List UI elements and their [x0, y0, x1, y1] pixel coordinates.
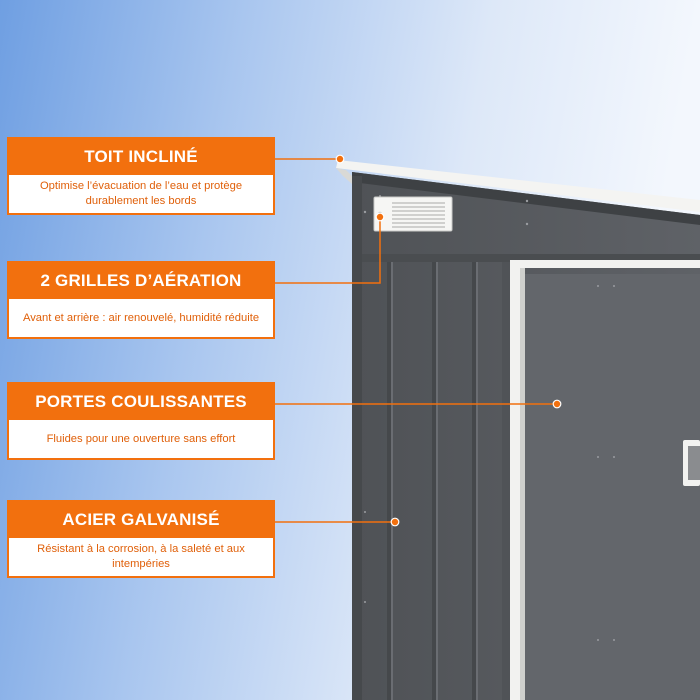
callout-portes-coulissantes: PORTES COULISSANTES Fluides pour une ouv…: [7, 382, 275, 460]
door-frame-shade: [520, 268, 525, 700]
callout-grilles-aeration: 2 GRILLES D’AÉRATION Avant et arrière : …: [7, 261, 275, 339]
callout-title: 2 GRILLES D’AÉRATION: [9, 263, 273, 299]
callout-text: Optimise l’évacuation de l’eau et protèg…: [39, 180, 243, 207]
vent-grille-icon: [373, 196, 453, 232]
callout-title: ACIER GALVANISÉ: [9, 502, 273, 538]
roof-edge: [336, 168, 352, 184]
sliding-door: [525, 274, 700, 700]
callout-title: PORTES COULISSANTES: [9, 384, 273, 420]
callout-connectors: [275, 158, 557, 523]
callout-text: Résistant à la corrosion, à la saleté et…: [37, 543, 245, 570]
shed-roof: [336, 160, 700, 212]
callout-title: TOIT INCLINÉ: [9, 139, 273, 175]
roof-shadow: [352, 172, 700, 225]
callout-acier-galvanise: ACIER GALVANISÉ Résistant à la corrosion…: [7, 500, 275, 578]
callout-text: Fluides pour une ouverture sans effort: [46, 432, 236, 445]
screws: [363, 195, 615, 641]
callout-text: Avant et arrière : air renouvelé, humidi…: [22, 311, 260, 324]
shed-corner-post: [352, 176, 362, 700]
upper-rail: [362, 254, 700, 262]
callout-toit-incline: TOIT INCLINÉ Optimise l’évacuation de l’…: [7, 137, 275, 215]
orange-dot-marker-icon: [335, 154, 562, 527]
door-handle-recess: [688, 446, 700, 480]
panel-ribs: [387, 262, 510, 700]
